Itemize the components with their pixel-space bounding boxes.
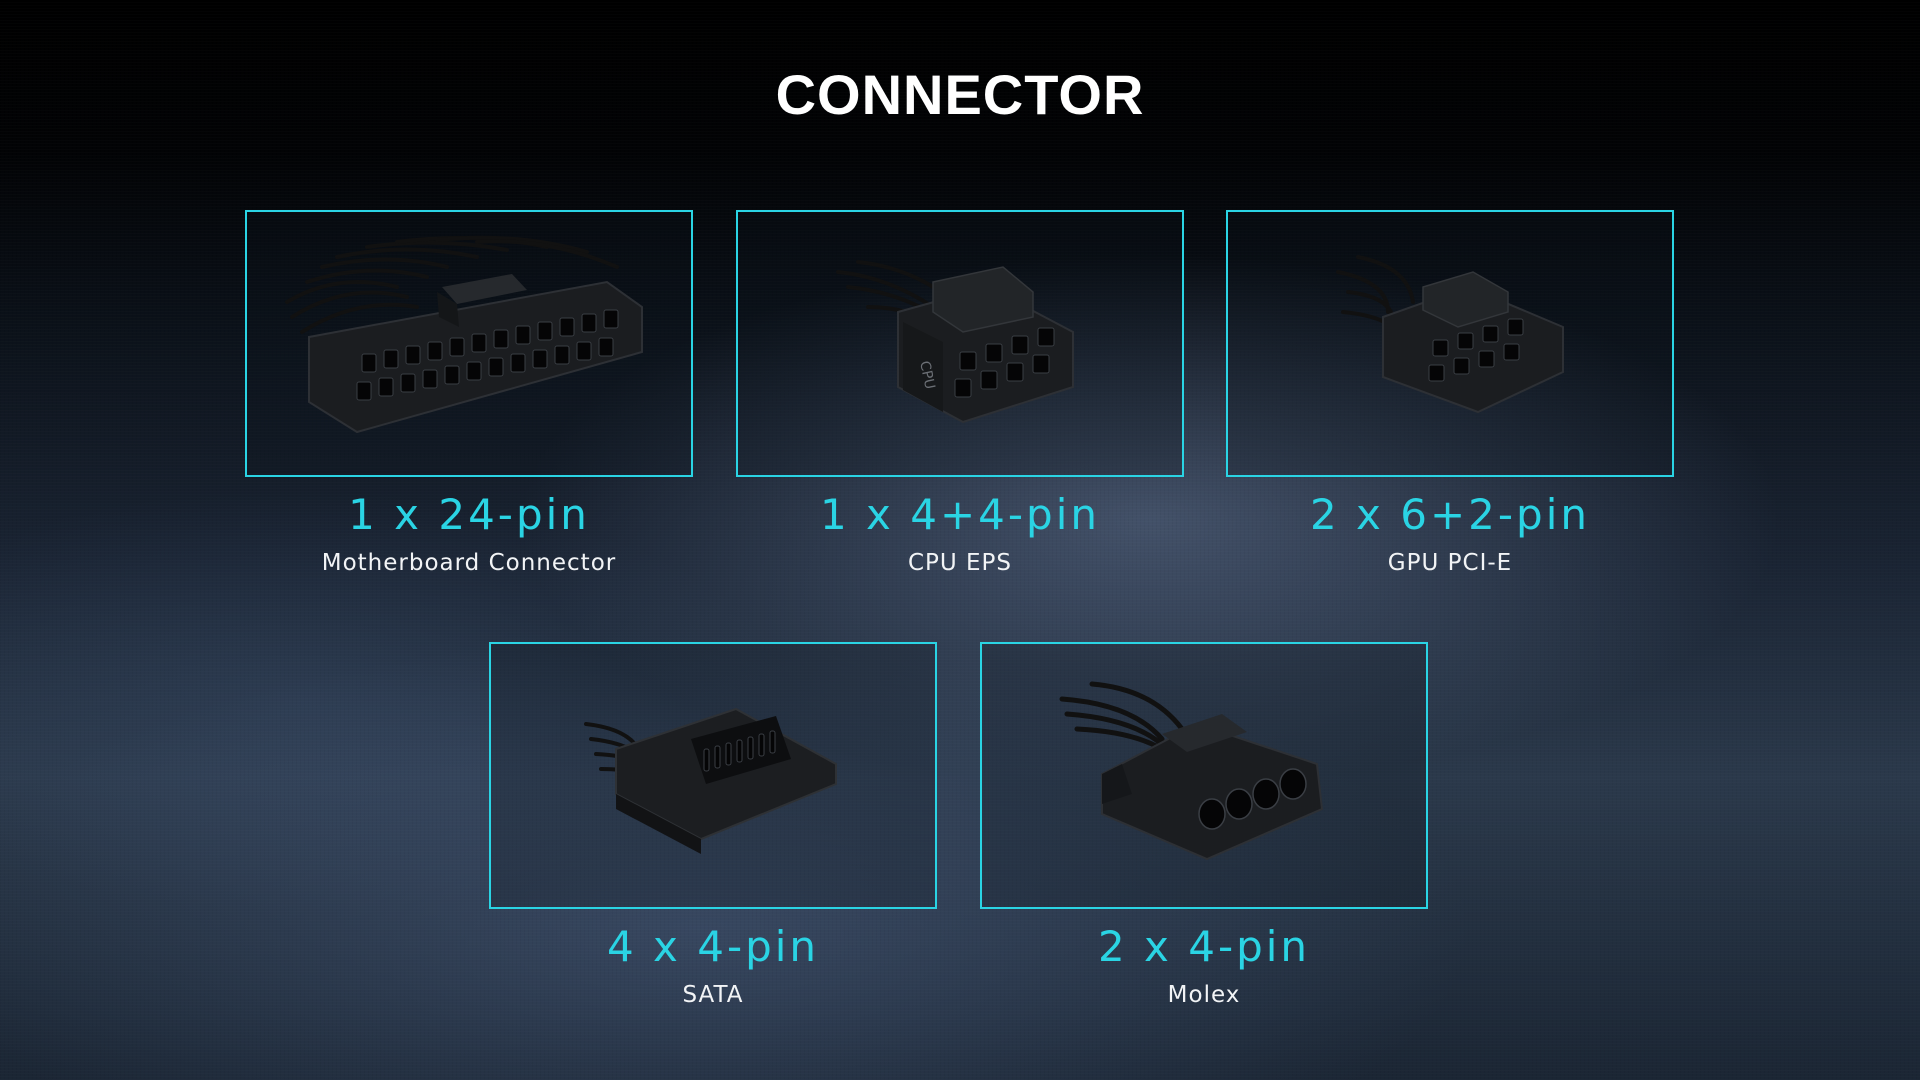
connector-name: CPU EPS (907, 550, 1013, 576)
connector-name: GPU PCI-E (1387, 550, 1513, 576)
connector-pin-socket (559, 317, 575, 337)
connector-pin-socket (736, 739, 743, 763)
connector-count: 1 x 4+4-pin (819, 490, 1101, 539)
connector-card-cpu-eps: CPU 1 x 4+4-pin CPU EPS (736, 210, 1184, 577)
connector-image-frame (980, 642, 1428, 909)
connector-pin-socket (1507, 318, 1524, 336)
connector-pin-socket (361, 353, 377, 373)
connector-pin-socket (758, 733, 765, 757)
pcie-connector-icon (1336, 255, 1564, 414)
connector-pin-socket (510, 353, 526, 373)
connector-card-molex: 2 x 4-pin Molex (980, 642, 1428, 1009)
connector-pin-socket (1252, 778, 1280, 810)
connector-count: 1 x 24-pin (348, 490, 590, 539)
connector-pin-socket (383, 349, 399, 369)
connector-pin-socket (1453, 357, 1470, 375)
connector-pin-socket (537, 321, 553, 341)
connector-pin-socket (703, 748, 710, 772)
connector-pin-socket (488, 357, 504, 377)
connector-name: Motherboard Connector (321, 550, 617, 576)
connector-pin-socket (769, 730, 776, 754)
connector-pin-socket (1482, 325, 1499, 343)
connector-count: 2 x 6+2-pin (1309, 490, 1591, 539)
connector-pin-socket (422, 369, 438, 389)
connector-card-motherboard: 1 x 24-pin Motherboard Connector (245, 210, 693, 577)
connector-pin-socket (1006, 362, 1024, 382)
connector-pin-socket (1032, 354, 1050, 374)
connector-pin-socket (959, 351, 977, 371)
connector-pin-socket (1037, 327, 1055, 347)
connector-image-frame (245, 210, 693, 477)
cpu-housing-label: CPU (916, 360, 938, 391)
connector-pin-socket (378, 377, 394, 397)
connector-pin-socket (1432, 339, 1449, 357)
connector-pin-socket (1198, 798, 1226, 830)
connector-pin-socket (1478, 350, 1495, 368)
connector-pin-socket (598, 337, 614, 357)
connector-pin-socket (1225, 788, 1253, 820)
connector-card-sata: 4 x 4-pin SATA (489, 642, 937, 1009)
connector-image-frame (1226, 210, 1674, 477)
connector-pin-socket (747, 736, 754, 760)
connector-pin-socket (515, 325, 531, 345)
connector-pin-socket (444, 365, 460, 385)
connector-pin-socket (714, 745, 721, 769)
connector-pin-socket (493, 329, 509, 349)
connector-name: Molex (1167, 982, 1241, 1008)
connector-pin-socket (1428, 364, 1445, 382)
connector-image-frame: CPU (736, 210, 1184, 477)
connector-pin-socket (603, 309, 619, 329)
connector-pin-socket (725, 742, 732, 766)
connector-pin-socket (400, 373, 416, 393)
connector-pin-socket (1279, 768, 1307, 800)
connector-pin-socket (1457, 332, 1474, 350)
page-title: CONNECTOR (775, 63, 1145, 126)
connector-pin-socket (405, 345, 421, 365)
atx-24-pin-connector-icon (285, 235, 643, 434)
connector-pin-socket (356, 381, 372, 401)
connector-pin-socket (985, 343, 1003, 363)
sata-connector-icon (584, 707, 837, 854)
connector-count: 2 x 4-pin (1097, 922, 1311, 971)
molex-connector-icon (1059, 681, 1324, 861)
connector-pin-socket (449, 337, 465, 357)
connector-pin-socket (980, 370, 998, 390)
connector-pin-socket (954, 378, 972, 398)
cpu-eps-connector-icon: CPU (836, 260, 1074, 424)
connector-name: SATA (682, 982, 744, 1008)
connector-card-gpu-pcie: 2 x 6+2-pin GPU PCI-E (1226, 210, 1674, 577)
connector-pin-socket (466, 361, 482, 381)
connector-pin-socket (471, 333, 487, 353)
connector-pin-socket (427, 341, 443, 361)
connector-pin-socket (554, 345, 570, 365)
connector-image-frame (489, 642, 937, 909)
connector-pin-socket (581, 313, 597, 333)
connector-pin-socket (532, 349, 548, 369)
connector-pin-socket (576, 341, 592, 361)
connector-pin-socket (1011, 335, 1029, 355)
connector-pin-socket (1503, 343, 1520, 361)
connector-count: 4 x 4-pin (606, 922, 820, 971)
